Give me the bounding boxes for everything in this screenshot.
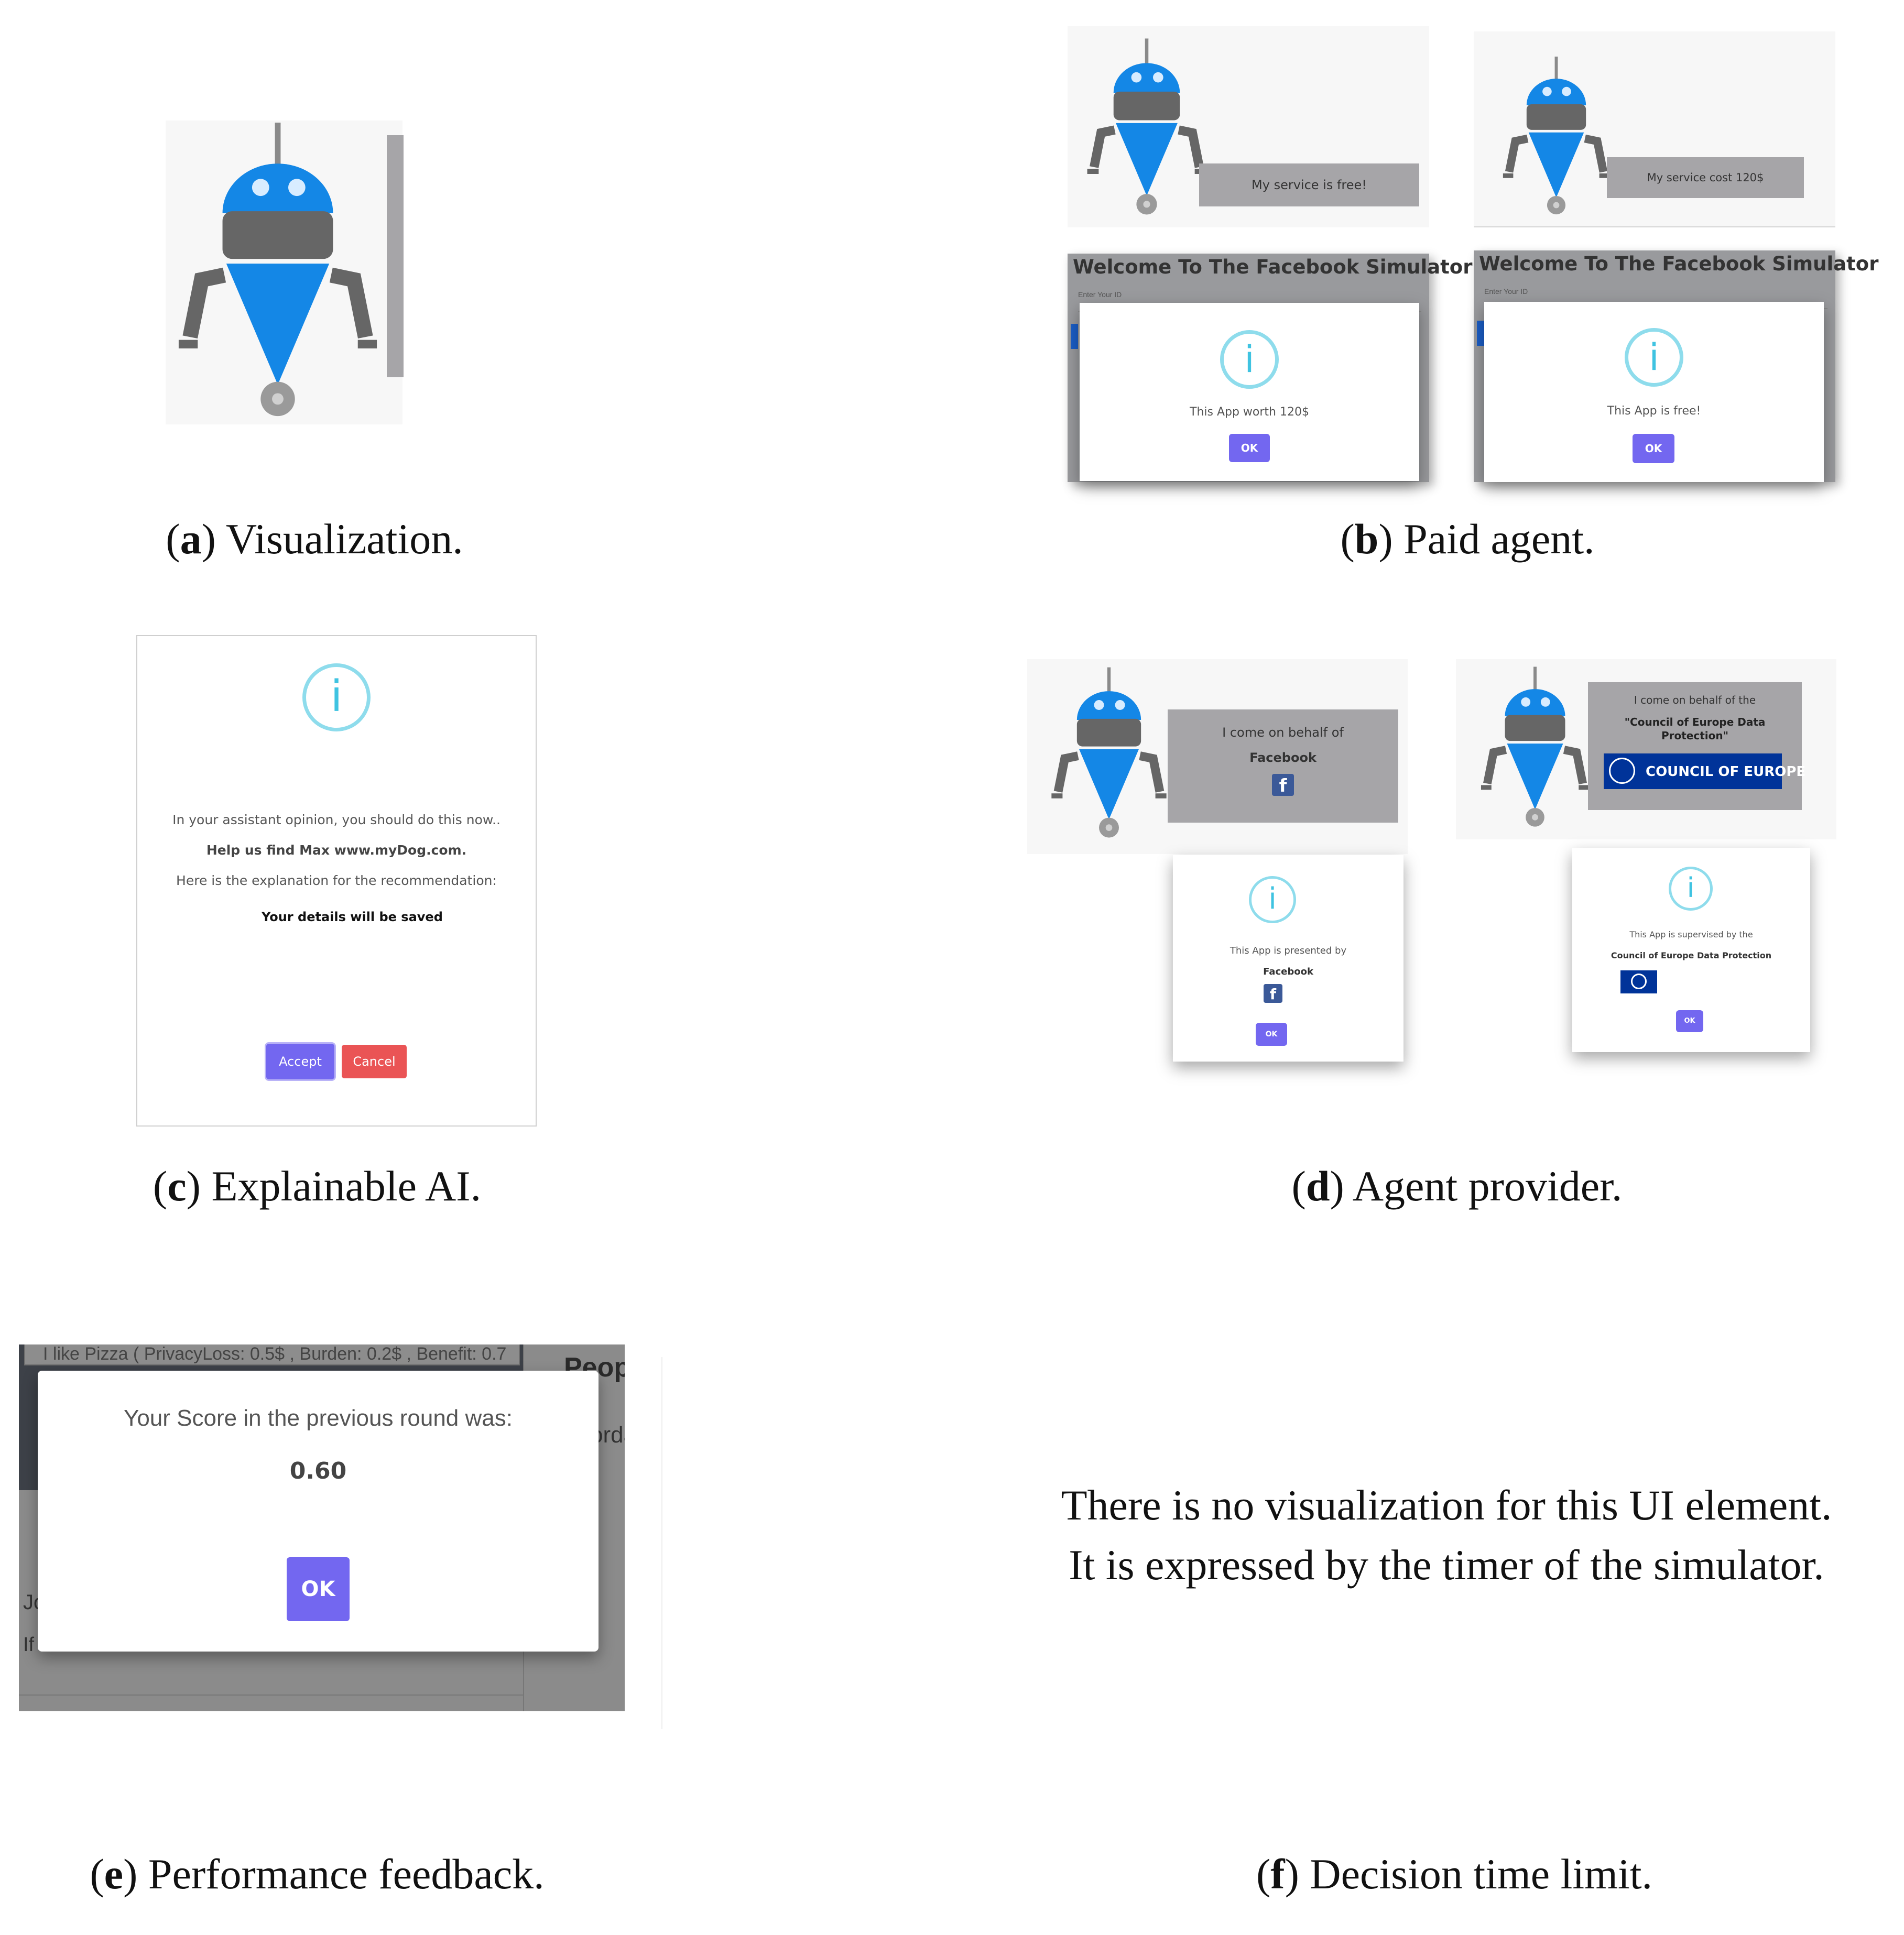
button-edge-left (1071, 324, 1078, 349)
provider-robot-left (1048, 660, 1170, 851)
explanation-heading: Here is the explanation for the recommen… (176, 873, 497, 888)
caption-f: (f) Decision time limit. (1256, 1850, 1653, 1898)
provider-modal-council: i This App is supervised by the Council … (1572, 848, 1810, 1052)
ok-button[interactable]: OK (287, 1557, 350, 1621)
speech-bubble-edge (387, 135, 404, 377)
accept-button[interactable]: Accept (266, 1044, 334, 1079)
simulator-title-left: Welcome To The Facebook Simulator (1073, 256, 1473, 278)
ok-button[interactable]: OK (1229, 434, 1270, 462)
button-edge-right (1477, 321, 1484, 346)
speech-bubble-free: My service is free! (1199, 163, 1419, 206)
faint-border (661, 1357, 662, 1729)
info-modal-right: i This App is free! OK (1484, 302, 1824, 482)
modal-message: This App worth 120$ (1190, 406, 1309, 419)
speech-bubble-facebook: I come on behalf of Facebook f (1168, 709, 1398, 823)
cancel-button[interactable]: Cancel (342, 1045, 407, 1078)
score-feedback-modal: Your Score in the previous round was: 0.… (38, 1371, 599, 1652)
council-of-europe-logo: COUNCIL OF EUROPE (1604, 753, 1805, 789)
caption-c: (c) Explainable AI. (153, 1162, 482, 1210)
info-icon: i (1625, 328, 1683, 387)
caption-b: (b) Paid agent. (1340, 515, 1595, 563)
facebook-icon: f (1272, 774, 1294, 796)
row-divider (19, 1695, 523, 1696)
paid-agent-robot-left (1084, 30, 1210, 229)
info-icon: i (1220, 330, 1279, 389)
score-value: 0.60 (289, 1458, 347, 1484)
explainable-ai-dialog: i In your assistant opinion, you should … (136, 635, 537, 1127)
decision-time-note-line1: There is no visualization for this UI el… (1061, 1481, 1832, 1529)
score-label: Your Score in the previous round was: (124, 1405, 513, 1431)
simulator-title-right: Welcome To The Facebook Simulator (1479, 253, 1879, 275)
info-icon: i (302, 663, 371, 731)
choice-dropdown[interactable]: I like Pizza ( PrivacyLoss: 0.5$ , Burde… (24, 1344, 520, 1365)
assistant-opinion-text: In your assistant opinion, you should do… (172, 812, 501, 827)
provider-modal-facebook: i This App is presented by Facebook f OK (1173, 855, 1403, 1062)
modal-message: This App is free! (1607, 405, 1701, 418)
info-modal-left: i This App worth 120$ OK (1080, 303, 1419, 481)
explanation-text: Your details will be saved (262, 910, 443, 924)
caption-e: (e) Performance feedback. (90, 1850, 545, 1898)
recommendation-text: Help us find Max www.myDog.com. (206, 843, 467, 858)
speech-bubble-cost: My service cost 120$ (1607, 157, 1804, 198)
council-emblem-icon (1620, 970, 1657, 993)
provider-robot-right (1478, 660, 1592, 839)
info-icon: i (1669, 867, 1713, 911)
divider (1474, 226, 1835, 227)
facebook-icon: f (1264, 984, 1282, 1003)
council-emblem-icon (1609, 758, 1635, 784)
caption-a: (a) Visualization. (166, 515, 463, 563)
ok-button[interactable]: OK (1256, 1023, 1287, 1046)
info-icon: i (1249, 876, 1296, 923)
robot-avatar (173, 121, 383, 430)
speech-bubble-council: I come on behalf of the "Council of Euro… (1588, 682, 1805, 810)
decision-time-note-line2: It is expressed by the timer of the simu… (1069, 1541, 1824, 1589)
paid-agent-robot-right (1500, 48, 1613, 229)
ok-button[interactable]: OK (1633, 434, 1674, 463)
caption-d: (d) Agent provider. (1291, 1162, 1623, 1210)
ok-button[interactable]: OK (1676, 1010, 1703, 1032)
